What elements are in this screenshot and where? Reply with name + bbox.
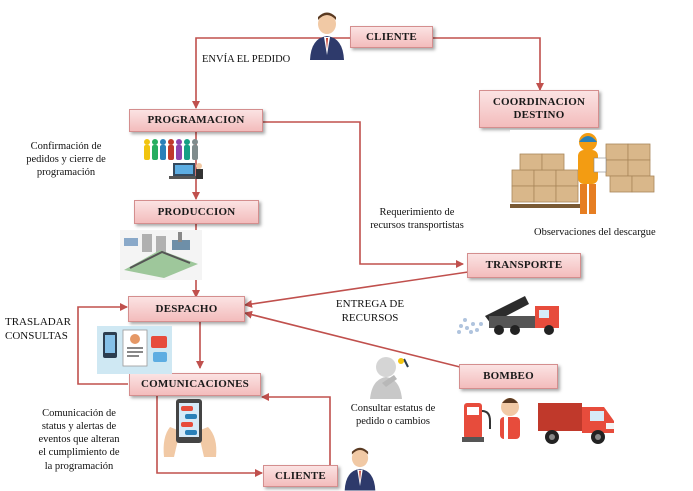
arrow-programacion-transporte xyxy=(263,121,464,268)
label-trasladar-consultas: TRASLADAR CONSULTAS xyxy=(5,316,72,342)
arrow-comunicaciones-cliente xyxy=(156,394,263,477)
label-requerimiento: Requerimiento de recursos transportistas xyxy=(370,207,464,232)
tablet-icon xyxy=(163,399,217,457)
red-truck-icon xyxy=(538,403,614,444)
businessman-icon xyxy=(310,12,344,60)
node-transporte[interactable]: TRANSPORTE xyxy=(467,253,581,278)
label-entrega-recursos: ENTREGA DE RECURSOS xyxy=(335,298,405,324)
businessman-icon xyxy=(344,447,376,491)
label-consultar-estatus: Consultar estatus de pedido o cambios xyxy=(350,403,436,428)
production-plant-icon xyxy=(120,230,202,280)
label-confirmacion: Confirmación de pedidos y cierre de prog… xyxy=(26,141,106,179)
node-programacion[interactable]: PROGRAMACION xyxy=(129,109,263,132)
arrow-bombeo-despacho xyxy=(244,310,461,368)
thinking-person-icon xyxy=(370,357,409,399)
node-coordinacion-destino[interactable]: COORDINACION DESTINO xyxy=(479,90,599,128)
worker-boxes-icon xyxy=(510,130,662,222)
node-produccion[interactable]: PRODUCCION xyxy=(134,200,259,224)
node-bombeo[interactable]: BOMBEO xyxy=(459,364,558,389)
arrow-cliente-programacion xyxy=(192,37,350,109)
node-comunicaciones[interactable]: COMUNICACIONES xyxy=(129,373,261,396)
arrow-cliente-coordinacion xyxy=(433,37,544,91)
label-envia-pedido: ENVÍA EL PEDIDO xyxy=(202,54,291,65)
team-computer-icon xyxy=(144,139,203,179)
arrow-comunicaciones-despacho xyxy=(77,303,128,385)
dump-truck-icon xyxy=(457,296,559,335)
fuel-pump-icon xyxy=(462,398,520,442)
label-comunicacion: Comunicación de status y alertas de even… xyxy=(38,408,120,472)
arrow-cliente-comunicaciones xyxy=(261,393,331,465)
phone-chat-icon xyxy=(97,326,172,374)
node-cliente-top[interactable]: CLIENTE xyxy=(350,26,433,48)
arrow-transporte-despacho xyxy=(244,271,469,308)
label-observaciones: Observaciones del descargue xyxy=(534,227,656,238)
node-cliente-bottom[interactable]: CLIENTE xyxy=(263,465,338,487)
node-despacho[interactable]: DESPACHO xyxy=(128,296,245,322)
